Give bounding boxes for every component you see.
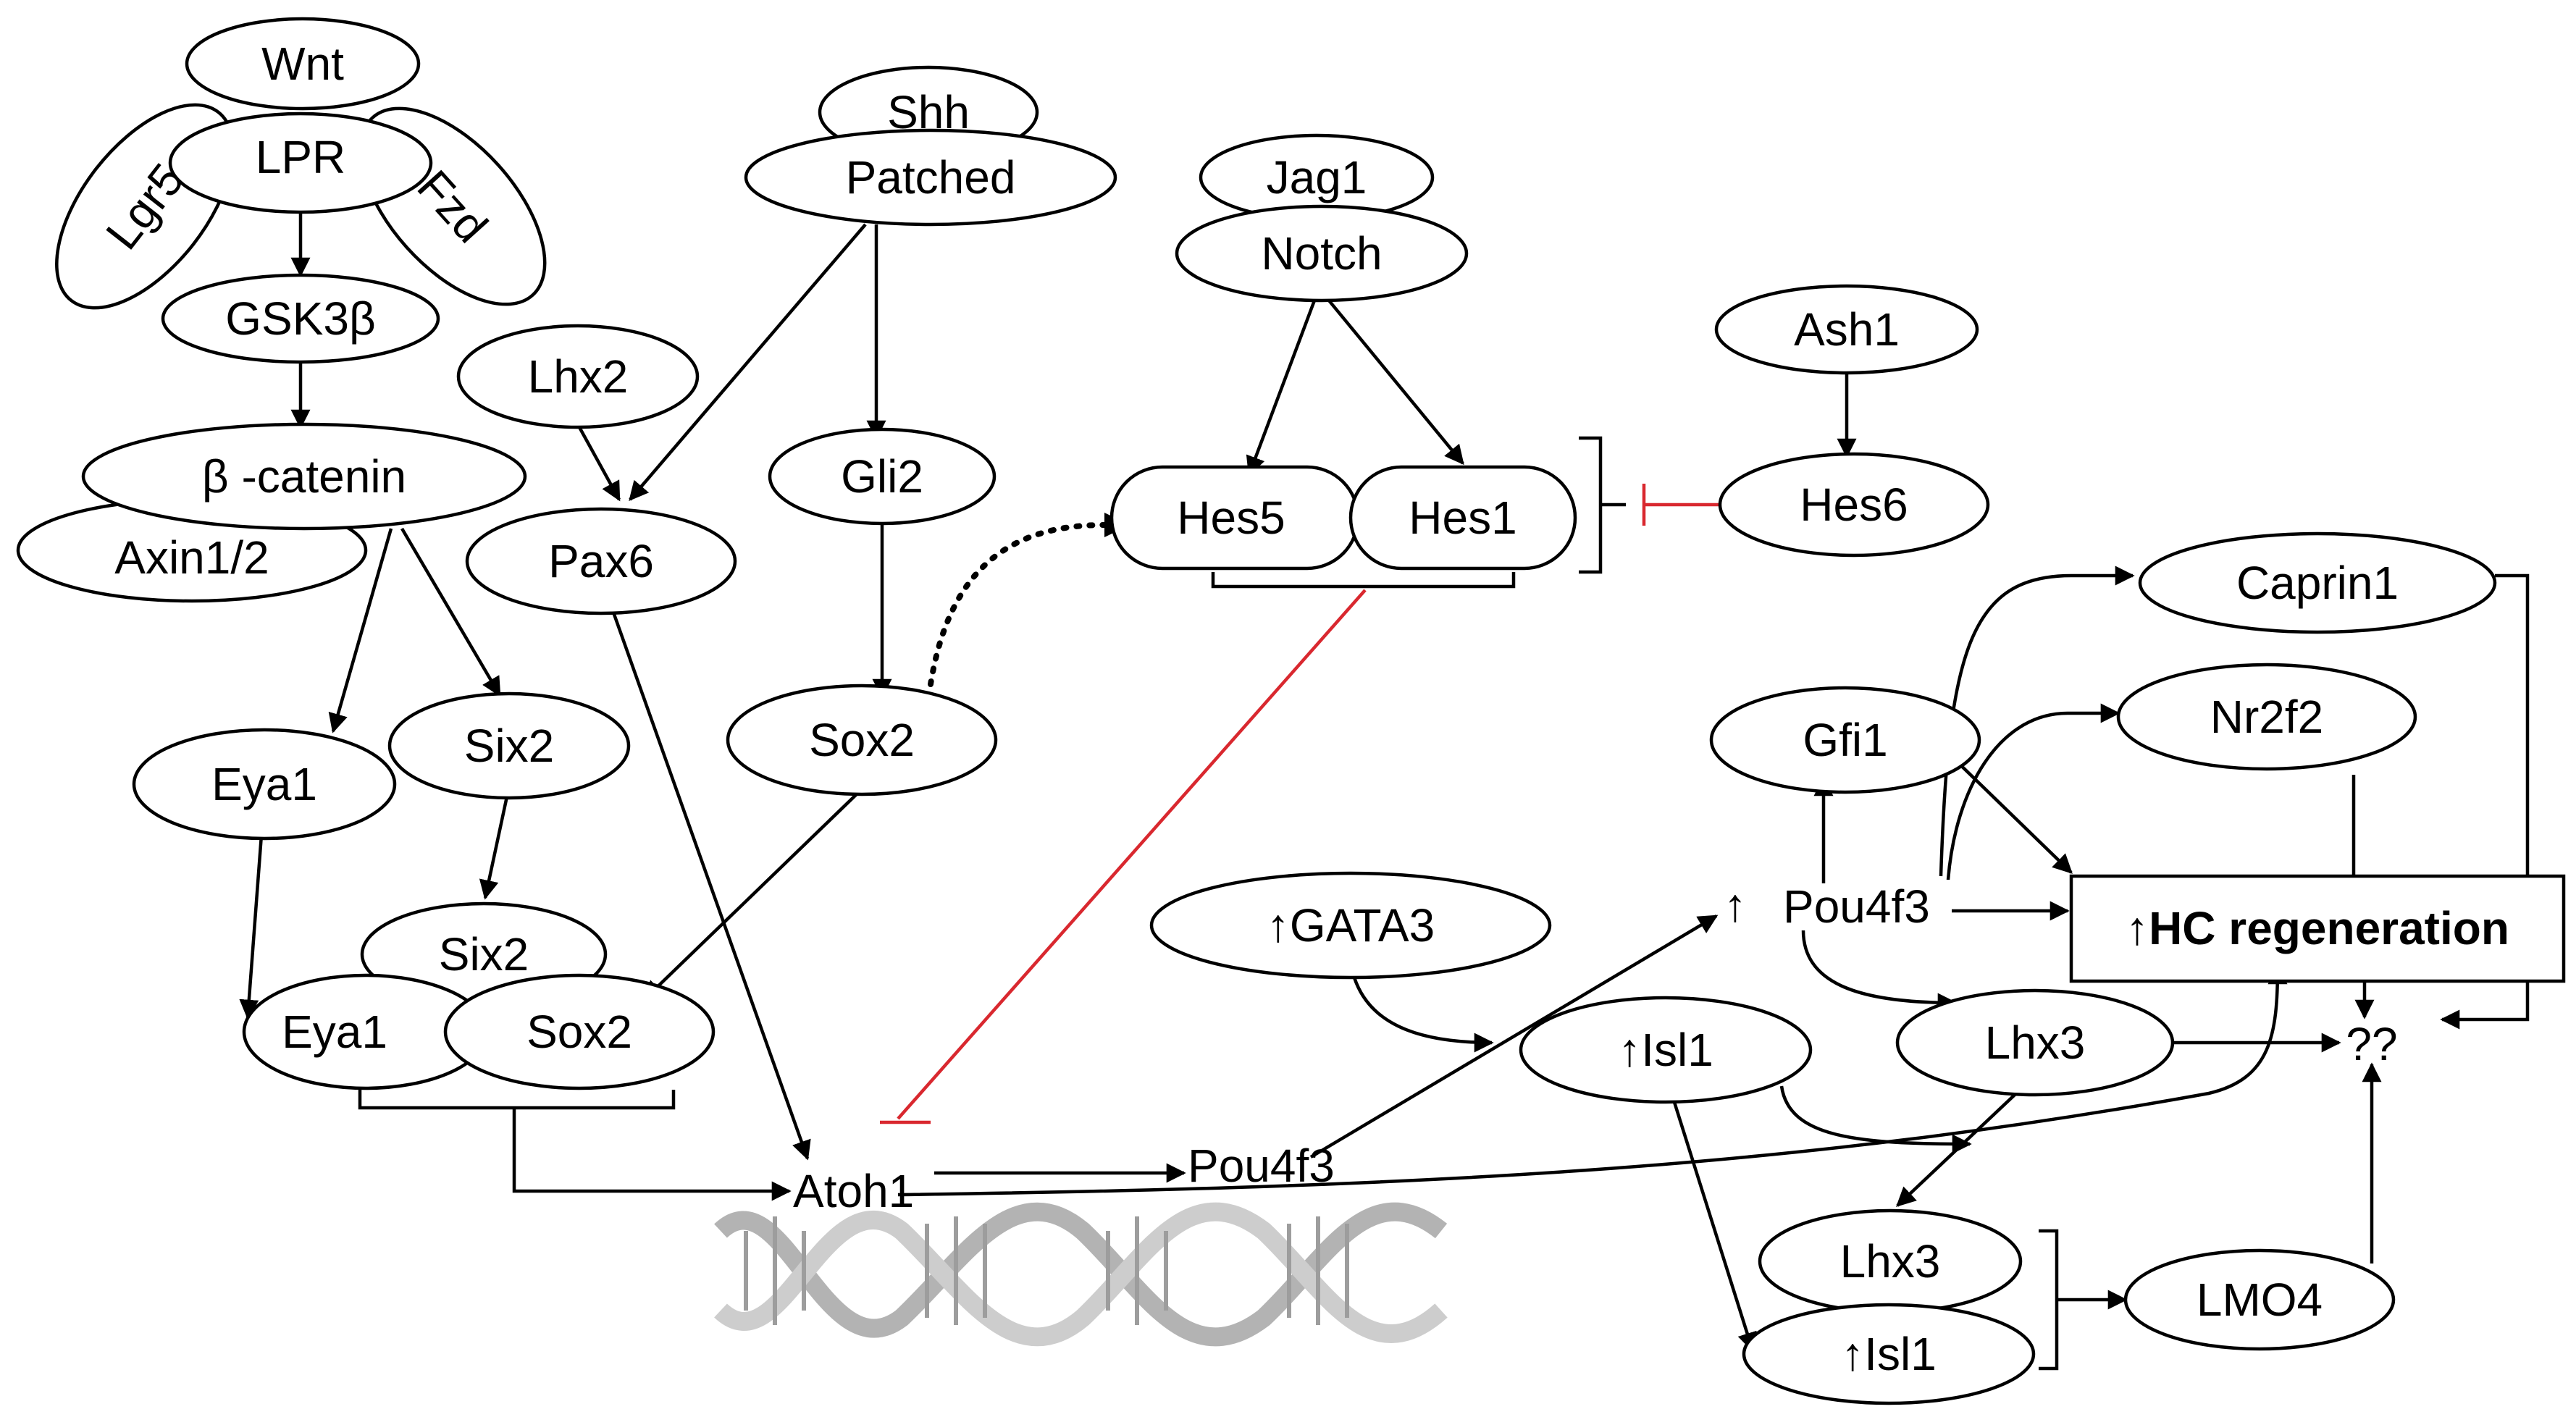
node-lpr: LPR — [168, 112, 433, 214]
svg-text:Nr2f2: Nr2f2 — [2210, 691, 2324, 743]
node-lmo4: LMO4 — [2123, 1248, 2396, 1351]
svg-text:Lhx3: Lhx3 — [1840, 1235, 1941, 1287]
node-six2: Six2 — [387, 691, 631, 800]
edge-lhx2-pax6 — [578, 426, 621, 502]
edge-lhx3-lhx3complex — [1896, 1081, 2029, 1207]
node-pou4f3: Pou4f3 — [1783, 880, 1930, 933]
svg-text:Hes5: Hes5 — [1177, 492, 1285, 544]
svg-text:Six2: Six2 — [464, 720, 555, 772]
svg-text:Jag1: Jag1 — [1267, 151, 1367, 203]
svg-text:Six2: Six2 — [439, 928, 529, 980]
svg-text:↑GATA3: ↑GATA3 — [1267, 899, 1435, 951]
svg-text:Sox2: Sox2 — [809, 714, 915, 766]
node-nr2f2: Nr2f2 — [2116, 663, 2417, 771]
svg-text:Axin1/2: Axin1/2 — [114, 531, 269, 584]
edge-six2-complex — [479, 796, 509, 900]
svg-text:Ash1: Ash1 — [1794, 303, 1900, 356]
inhibit-hes6-hes — [1642, 484, 1724, 526]
svg-text:Pax6: Pax6 — [548, 535, 654, 587]
svg-text:Lhx2: Lhx2 — [528, 350, 629, 403]
edge-pou4f3-lhx3 — [1801, 930, 1958, 1013]
node-gata3: ↑GATA3 — [1149, 871, 1552, 980]
edge-pou4f3low-pou4f3 — [1309, 914, 1719, 1159]
node-caprin1: Caprin1 — [2138, 531, 2497, 634]
svg-text:Sox2: Sox2 — [526, 1006, 632, 1058]
svg-text:Eya1: Eya1 — [282, 1006, 387, 1058]
node-hes6: Hes6 — [1718, 452, 1990, 558]
node-hc-regeneration: ↑HC regeneration — [2069, 874, 2566, 983]
node-lhx2: Lhx2 — [456, 324, 700, 429]
svg-text:Notch: Notch — [1261, 227, 1382, 279]
edge-complex-atoh1 — [512, 1108, 792, 1201]
edge-isl1-lhx3complex — [1779, 1085, 1972, 1154]
edge-gata3-isl1 — [1352, 977, 1494, 1053]
node-hes1: Hes1 — [1348, 465, 1577, 571]
edge-atoh1-hc — [897, 964, 2288, 1197]
bracket-hes-bottom — [1211, 572, 1516, 589]
node-beta-catenin: β -catenin — [81, 422, 527, 531]
bracket-eya1-sox2 — [358, 1090, 676, 1110]
node-lhx3: Lhx3 — [1895, 988, 2175, 1097]
edge-gfi1-hc — [1947, 752, 2073, 874]
svg-text:LPR: LPR — [256, 131, 346, 183]
node-jag1: Jag1 — [1199, 133, 1435, 222]
node-notch: Notch — [1175, 204, 1469, 303]
edge-patched-pax6 — [629, 223, 867, 502]
edge-betacatenin-eya1 — [328, 528, 393, 733]
node-hes5: Hes5 — [1109, 465, 1360, 571]
svg-text:Gli2: Gli2 — [841, 450, 923, 503]
node-pou4f3-low: Pou4f3 — [1188, 1140, 1335, 1192]
node-lhx3-complex: Lhx3 — [1758, 1208, 2023, 1314]
bracket-lhx3-isl1 — [2039, 1229, 2059, 1371]
svg-text:↑HC regeneration: ↑HC regeneration — [2126, 902, 2509, 954]
node-wnt: Wnt — [185, 17, 421, 111]
node-isl1: ↑Isl1 — [1519, 996, 1813, 1104]
edge-betacatenin-six2 — [400, 527, 501, 697]
edges — [239, 206, 2530, 1371]
svg-text:Gfi1: Gfi1 — [1803, 714, 1887, 766]
node-pax6: Pax6 — [465, 507, 737, 615]
node-atoh1: Atoh1 — [793, 1165, 914, 1217]
edge-notch-hes5 — [1246, 300, 1317, 476]
node-sox2: Sox2 — [726, 684, 998, 796]
edge-sox2-hes5-dotted — [928, 522, 1107, 687]
svg-text:↑Isl1: ↑Isl1 — [1841, 1328, 1937, 1380]
node-gli2: Gli2 — [768, 427, 997, 526]
svg-text:↑Isl1: ↑Isl1 — [1618, 1024, 1713, 1076]
bracket-hes-right — [1579, 436, 1603, 574]
svg-text:Lhx3: Lhx3 — [1985, 1017, 2086, 1069]
edge-isl1-isl1complex — [1667, 1085, 1757, 1353]
svg-text:β -catenin: β -catenin — [202, 450, 406, 503]
edge-pou4f3-nr2f2 — [1946, 703, 2120, 880]
svg-text:Wnt: Wnt — [261, 38, 344, 90]
svg-text:Patched: Patched — [846, 151, 1016, 203]
pou4f3-up-arrow: ↑ — [1724, 879, 1747, 931]
edge-caprin1-unknown — [2440, 573, 2530, 1030]
node-unknown: ?? — [2346, 1018, 2397, 1070]
svg-text:Caprin1: Caprin1 — [2236, 557, 2399, 609]
node-gfi1: Gfi1 — [1709, 686, 1981, 794]
edge-notch-hes1 — [1327, 299, 1464, 466]
svg-text:Eya1: Eya1 — [211, 758, 317, 810]
edge-sox2-complex — [643, 788, 863, 1001]
node-eya1: Eya1 — [132, 728, 397, 841]
node-ash1: Ash1 — [1714, 284, 1979, 375]
svg-text:Hes6: Hes6 — [1800, 479, 1908, 531]
svg-text:LMO4: LMO4 — [2197, 1274, 2323, 1326]
edge-pax6-atoh1 — [610, 607, 811, 1161]
node-isl1-complex: ↑Isl1 — [1742, 1303, 2036, 1405]
node-sox2-complex: Sox2 — [443, 973, 716, 1090]
node-gsk3b: GSK3β — [161, 273, 440, 364]
svg-text:GSK3β: GSK3β — [225, 293, 376, 345]
svg-text:Hes1: Hes1 — [1409, 492, 1516, 544]
dna-helix-icon — [714, 1202, 1448, 1347]
inhibit-hes-atoh1 — [880, 589, 1367, 1124]
node-patched: Patched — [744, 128, 1117, 227]
edge-pou4f3-caprin1 — [1939, 565, 2135, 877]
